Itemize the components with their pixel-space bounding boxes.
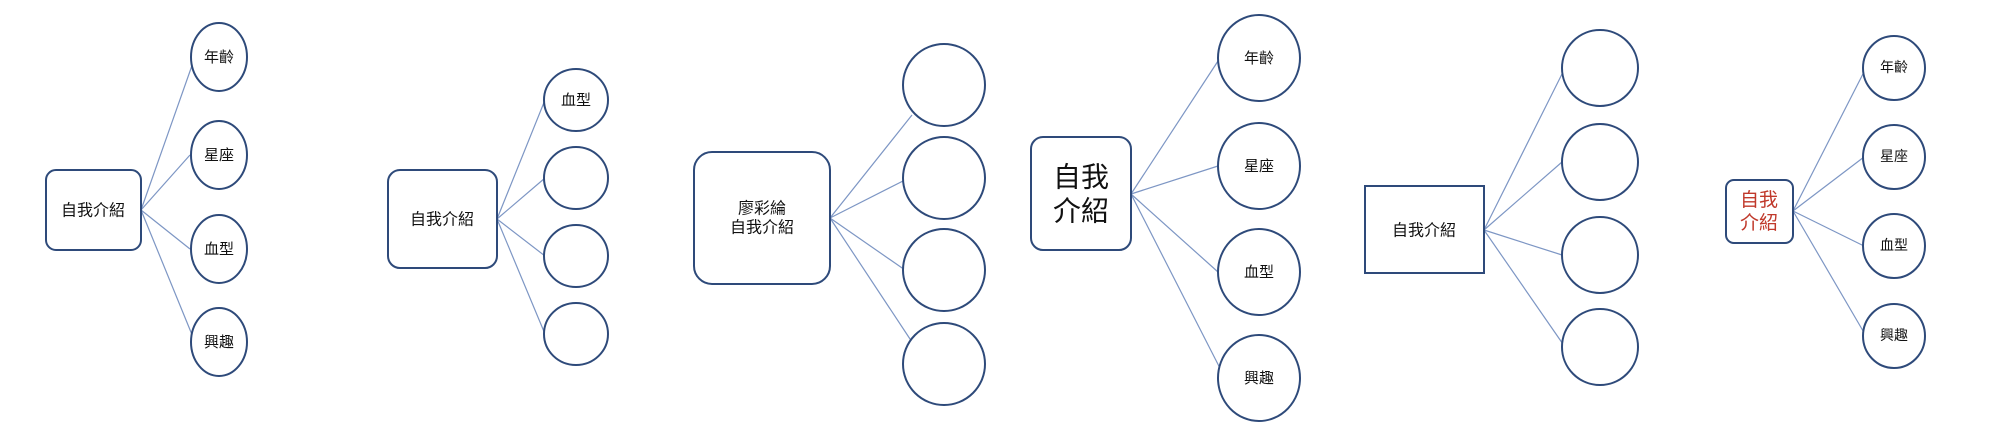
center-box[interactable] [1725, 179, 1794, 244]
connector [496, 99, 546, 220]
connector [1483, 229, 1566, 348]
connector [1130, 165, 1219, 195]
diagram-3: 廖彩綸 自我介紹 [693, 43, 986, 406]
child-label: 星座 [1244, 157, 1274, 175]
connector [140, 154, 191, 211]
child-node-2[interactable] [543, 146, 609, 210]
connector [1792, 210, 1867, 337]
child-node-4[interactable] [190, 307, 248, 377]
center-box[interactable] [45, 169, 142, 251]
child-node-1[interactable] [190, 22, 248, 92]
connector [1130, 57, 1221, 195]
child-node-3[interactable] [1217, 228, 1301, 316]
connector [829, 114, 913, 219]
child-node-1[interactable] [1862, 35, 1926, 101]
center-label-line-1: 自我 [1740, 189, 1778, 211]
connector [1130, 193, 1226, 379]
connector [829, 217, 906, 271]
child-node-4[interactable] [902, 322, 986, 406]
child-label: 星座 [204, 146, 234, 164]
connector [1483, 67, 1566, 231]
connector [829, 217, 913, 343]
center-box[interactable] [1364, 185, 1485, 274]
child-node-4[interactable] [1561, 308, 1639, 386]
child-node-4[interactable] [543, 302, 609, 366]
child-label: 年齡 [1244, 49, 1274, 67]
diagram-1: 自我介紹 年齡 星座 血型 興趣 [45, 22, 248, 377]
connector [1792, 210, 1865, 247]
child-label: 血型 [1880, 238, 1908, 254]
child-node-4[interactable] [1217, 334, 1301, 422]
child-node-3[interactable] [1862, 213, 1926, 279]
center-box[interactable] [693, 151, 831, 285]
diagram-6: 自我 介紹 年齡 星座 血型 興趣 [1725, 35, 1926, 369]
connector [496, 218, 546, 257]
diagram-2: 自我介紹 血型 [387, 68, 609, 366]
connector [140, 209, 191, 250]
center-label-line-1: 廖彩綸 [738, 199, 786, 218]
center-label: 自我介紹 [1392, 221, 1456, 240]
center-box[interactable] [1030, 136, 1132, 251]
diagram-5: 自我介紹 [1364, 29, 1639, 386]
child-node-4[interactable] [1862, 303, 1926, 369]
child-node-3[interactable] [543, 224, 609, 288]
child-label: 興趣 [1880, 328, 1908, 344]
center-label: 自我介紹 [61, 201, 125, 220]
connector [496, 218, 546, 335]
child-node-1[interactable] [1561, 29, 1639, 107]
center-label-line-2: 自我介紹 [730, 218, 794, 237]
connector [829, 179, 906, 219]
child-node-2[interactable] [1561, 123, 1639, 201]
connector [496, 177, 546, 220]
center-box[interactable] [387, 169, 498, 269]
child-label: 興趣 [1244, 369, 1274, 387]
child-label: 血型 [1244, 263, 1274, 281]
center-label-line-1: 自我 [1053, 161, 1109, 194]
child-label: 星座 [1880, 149, 1908, 165]
child-node-3[interactable] [902, 228, 986, 312]
child-node-2[interactable] [190, 120, 248, 190]
child-node-3[interactable] [190, 214, 248, 284]
center-label-line-2: 介紹 [1053, 195, 1109, 228]
child-node-2[interactable] [902, 136, 986, 220]
center-label: 自我介紹 [410, 210, 474, 229]
child-label: 年齡 [204, 48, 234, 66]
connector [1792, 156, 1865, 212]
child-node-2[interactable] [1217, 122, 1301, 210]
connector [1792, 67, 1867, 212]
child-label: 血型 [204, 240, 234, 258]
connector [1130, 193, 1219, 273]
diagram-4: 自我 介紹 年齡 星座 血型 興趣 [1030, 14, 1301, 422]
connector [1483, 229, 1563, 256]
child-node-1[interactable] [1217, 14, 1301, 102]
connector [140, 209, 196, 343]
child-node-1[interactable] [543, 68, 609, 132]
child-node-3[interactable] [1561, 216, 1639, 294]
child-node-2[interactable] [1862, 124, 1926, 190]
connector [140, 56, 196, 211]
connector [1483, 161, 1563, 231]
child-label: 興趣 [204, 333, 234, 351]
child-label: 年齡 [1880, 60, 1908, 76]
child-node-1[interactable] [902, 43, 986, 127]
child-label: 血型 [561, 91, 591, 109]
center-label-line-2: 介紹 [1740, 212, 1778, 234]
